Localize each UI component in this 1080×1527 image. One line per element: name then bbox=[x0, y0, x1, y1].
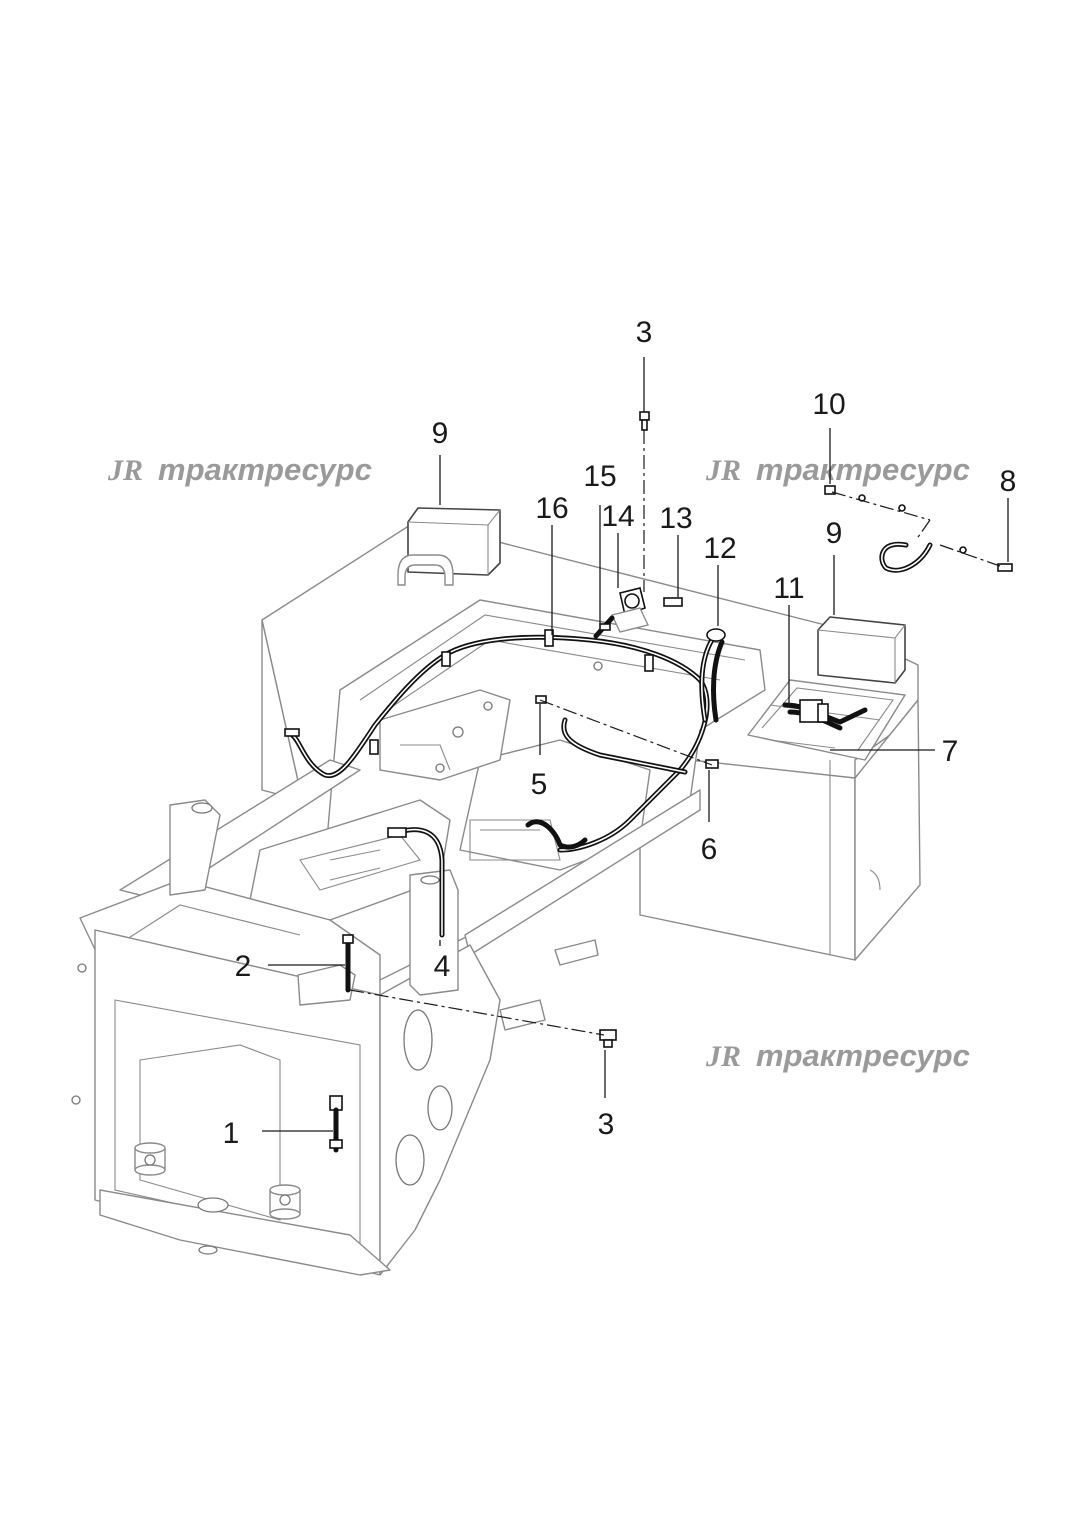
label-13 bbox=[663, 597, 683, 607]
sensor-2 bbox=[342, 934, 354, 993]
connector-5 bbox=[535, 695, 547, 704]
callout-13: 13 bbox=[659, 502, 692, 535]
callout-6: 6 bbox=[701, 833, 718, 866]
battery-cables-12 bbox=[699, 637, 725, 723]
watermark-text: трактресурс bbox=[756, 1038, 970, 1073]
main-harness bbox=[284, 629, 710, 853]
bolt-8 bbox=[997, 563, 1013, 572]
watermark-bottom-right: JR трактресурс bbox=[705, 1038, 970, 1073]
callout-9-left: 9 bbox=[432, 417, 449, 450]
assembly-lines bbox=[349, 430, 1001, 1036]
battery-terminal bbox=[817, 703, 829, 723]
battery-cables-11 bbox=[782, 699, 868, 731]
cable-4 bbox=[387, 827, 445, 938]
watermark-top-right: JR трактресурс bbox=[705, 452, 970, 487]
callout-15: 15 bbox=[583, 460, 616, 493]
watermark-logo: JR bbox=[705, 454, 741, 487]
box-right bbox=[817, 616, 906, 684]
watermark-logo: JR bbox=[107, 454, 143, 487]
box-left bbox=[397, 507, 501, 586]
cable-lower bbox=[525, 717, 688, 850]
front-frame bbox=[71, 799, 599, 1276]
callout-16: 16 bbox=[535, 492, 568, 525]
callout-14: 14 bbox=[601, 500, 634, 533]
harness-clip bbox=[544, 629, 554, 647]
callout-3-top: 3 bbox=[636, 316, 653, 349]
harness-clip bbox=[369, 739, 379, 755]
callout-11: 11 bbox=[773, 572, 804, 605]
leader-lines bbox=[262, 357, 1009, 1132]
callout-4: 4 bbox=[434, 950, 451, 983]
washers bbox=[858, 494, 967, 554]
callout-2: 2 bbox=[235, 950, 252, 983]
watermark-logo: JR bbox=[705, 1040, 741, 1073]
grommet-12 bbox=[706, 628, 726, 642]
callout-10: 10 bbox=[812, 388, 845, 421]
connector-6 bbox=[705, 759, 719, 769]
nut-10 bbox=[824, 485, 836, 495]
fuse-15 bbox=[593, 615, 615, 639]
cable-connector bbox=[387, 827, 407, 838]
watermark-text: трактресурс bbox=[756, 452, 970, 487]
harness-clip bbox=[644, 654, 654, 672]
callout-1: 1 bbox=[223, 1117, 240, 1150]
pivot-pin-right bbox=[269, 1184, 301, 1220]
callout-labels: 3 3 9 9 10 8 11 12 13 14 15 16 5 6 7 4 2… bbox=[223, 316, 1017, 1150]
callout-12: 12 bbox=[703, 532, 736, 565]
bolt-3-top bbox=[639, 411, 650, 431]
bolt-3-bottom bbox=[599, 1029, 617, 1048]
watermark-top-left: JR трактресурс bbox=[107, 452, 372, 487]
relay-14 bbox=[611, 587, 649, 633]
harness-clip bbox=[441, 651, 451, 667]
watermark-text: трактресурс bbox=[158, 452, 372, 487]
callout-5: 5 bbox=[531, 768, 548, 801]
callout-7: 7 bbox=[942, 735, 959, 768]
pivot-pin-left bbox=[134, 1142, 166, 1176]
harness-connector bbox=[284, 728, 300, 737]
jumper-cable-8 bbox=[879, 541, 933, 573]
callout-8: 8 bbox=[1000, 465, 1017, 498]
sensor-1 bbox=[329, 1095, 343, 1153]
callout-9-right: 9 bbox=[826, 517, 843, 550]
callout-3-bottom: 3 bbox=[598, 1108, 615, 1141]
